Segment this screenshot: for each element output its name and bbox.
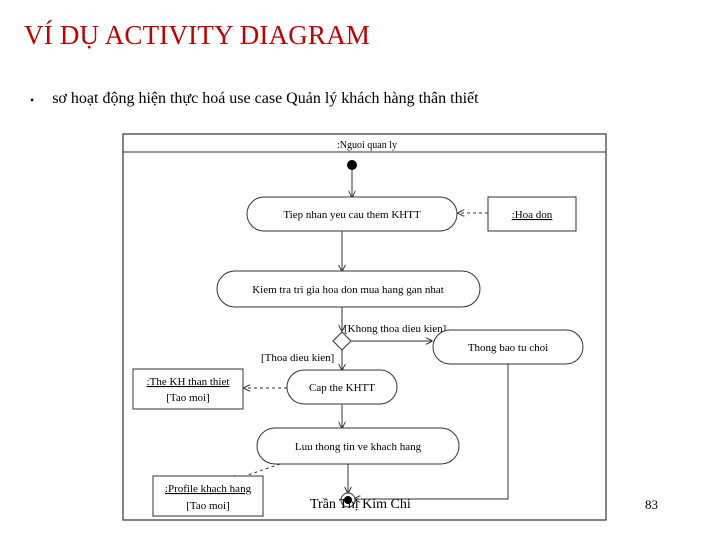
object-customer-profile-state: [Tao moi]	[186, 500, 230, 512]
flow-notify-to-end	[354, 364, 509, 499]
object-loyalty-card	[132, 368, 244, 410]
activity-diagram: :Nguoi quan ly Tiep nhan yeu cau them KH…	[120, 131, 609, 523]
object-invoice	[487, 196, 577, 232]
guard-not-met-label: [Khong thoa dieu kien]	[344, 323, 446, 335]
bullet-item: • sơ hoạt động hiện thực hoá use case Qu…	[30, 90, 479, 110]
activity-check-invoice	[216, 270, 481, 308]
object-loyalty-card-label: :The KH than thiet	[147, 376, 230, 388]
page-number: 83	[645, 497, 658, 512]
object-customer-profile-label: :Profile khach hang	[165, 483, 252, 495]
activity-diagram-canvas: :Nguoi quan ly Tiep nhan yeu cau them KH…	[122, 133, 607, 521]
slide-title: VÍ DỤ ACTIVITY DIAGRAM	[24, 20, 371, 50]
activity-issue-label: Cap the KHTT	[309, 382, 375, 394]
guard-met-label: [Thoa dieu kien]	[261, 352, 334, 364]
final-node-inner	[344, 496, 352, 504]
activity-check-label: Kiem tra tri gia hoa don mua hang gan nh…	[252, 284, 444, 296]
initial-node	[347, 160, 357, 170]
object-customer-profile	[152, 475, 264, 517]
activity-receive-label: Tiep nhan yeu cau them KHTT	[283, 209, 421, 221]
footer-author: Trần Thị Kim Chi	[310, 497, 411, 512]
activity-save-customer	[256, 427, 460, 465]
bullet-dot-icon: •	[30, 93, 35, 107]
activity-notify-label: Thong bao tu choi	[468, 342, 548, 354]
activity-save-label: Luu thong tin ve khach hang	[295, 441, 422, 453]
activity-receive-request	[246, 196, 458, 232]
object-invoice-label: :Hoa don	[512, 209, 553, 221]
swimlane-label: :Nguoi quan ly	[337, 140, 397, 151]
object-loyalty-card-state: [Tao moi]	[166, 392, 210, 404]
bullet-text: sơ hoạt động hiện thực hoá use case Quản…	[52, 90, 479, 107]
